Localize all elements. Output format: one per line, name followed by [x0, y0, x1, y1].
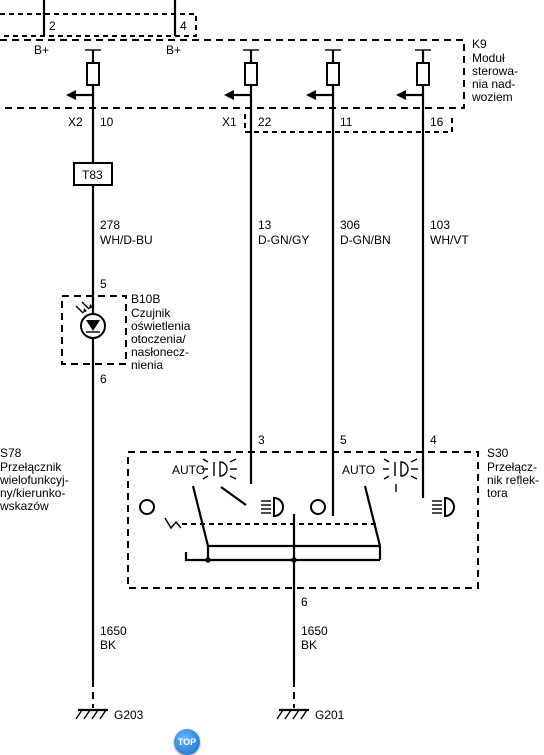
parking-light-icon	[383, 458, 418, 480]
ground-g201-label: G201	[315, 708, 345, 722]
s30-pin-3: 3	[258, 433, 265, 447]
connector-x2: X2	[68, 115, 83, 129]
wire-103-circuit: 103	[430, 218, 450, 232]
fuse-symbol	[244, 62, 258, 86]
pin-x1-16: 16	[430, 115, 444, 129]
s30-pin-5: 5	[340, 433, 347, 447]
ground-symbol-icon	[75, 708, 108, 720]
b10b-pin-top: 5	[100, 277, 107, 291]
wire-103-color: WH/VT	[430, 233, 469, 247]
s30-pin-6: 6	[301, 595, 308, 609]
pin-x1-11: 11	[340, 115, 353, 129]
wire-278: T83	[73, 85, 113, 708]
switch-contacts	[164, 452, 425, 680]
b10b-line-3: otoczenia/	[131, 332, 186, 346]
b-plus-label-1: B+	[34, 43, 49, 57]
b10b-pin-bottom: 6	[100, 372, 107, 386]
b10b-line-4: nasłonecz-	[131, 345, 189, 359]
ground-symbol-icon	[276, 708, 309, 720]
wire-306-circuit: 306	[340, 218, 360, 232]
b10b-sensor	[61, 295, 127, 365]
s78-id: S78	[0, 446, 22, 460]
k9-module-box	[0, 39, 465, 133]
wire-13-color: D-GN/GY	[258, 233, 309, 247]
s78-line-1: Przełącznik	[0, 460, 62, 474]
wire-13-circuit: 13	[258, 218, 272, 232]
b-plus-connector: 2 4 B+ B+	[0, 0, 197, 57]
headlight-icon	[432, 496, 455, 518]
k9-id: K9	[472, 37, 487, 51]
b10b-id: B10B	[131, 292, 160, 306]
t83-label: T83	[82, 168, 103, 182]
pin-top-right: 4	[180, 19, 187, 33]
wire-1650-left-color: BK	[100, 638, 116, 652]
s30-switch-box	[127, 451, 479, 589]
auto-label-2: AUTO	[342, 463, 375, 477]
auto-label-1: AUTO	[172, 463, 205, 477]
wire-306-color: D-GN/BN	[340, 233, 391, 247]
b-plus-label-2: B+	[166, 43, 181, 57]
s30-line-2: nik reflek-	[487, 473, 539, 487]
pin-x2-10: 10	[100, 115, 114, 129]
s30-line-3: tora	[487, 486, 508, 500]
b10b-line-1: Czujnik	[131, 306, 171, 320]
s78-line-2: wielofunkcyj-	[0, 473, 69, 487]
wire-1650-right-circuit: 1650	[301, 624, 328, 638]
parking-light-icon	[202, 458, 237, 480]
off-position-contact	[139, 499, 155, 515]
pin-top-left: 2	[49, 19, 56, 33]
s30-pin-4: 4	[430, 433, 437, 447]
s78-line-3: ny/kierunko-	[0, 486, 65, 500]
wire-278-circuit: 278	[100, 218, 120, 232]
fuse-group	[85, 49, 431, 86]
b10b-line-5: nienia	[131, 358, 163, 372]
headlight-icon	[261, 496, 284, 518]
back-to-top-button[interactable]: TOP	[174, 729, 200, 755]
s78-line-4: wskazów	[0, 499, 49, 513]
k9-line-1: Moduł	[472, 51, 505, 65]
ground-g203-label: G203	[114, 708, 144, 722]
wire-1650-right-color: BK	[301, 638, 317, 652]
b10b-line-2: oświetlenia	[131, 319, 191, 333]
signal-arrows	[66, 90, 423, 100]
s30-line-1: Przełącz-	[487, 460, 537, 474]
fuse-symbol	[86, 62, 100, 86]
s30-id: S30	[487, 446, 509, 460]
k9-line-2: sterowa-	[472, 64, 518, 78]
k9-line-3: nia nad-	[472, 77, 515, 91]
pin-x1-22: 22	[258, 115, 272, 129]
connector-x1: X1	[222, 115, 237, 129]
off-position-contact	[310, 499, 326, 515]
wire-1650-left-circuit: 1650	[100, 624, 127, 638]
fuse-symbol	[416, 62, 430, 86]
wire-278-color: WH/D-BU	[100, 233, 153, 247]
k9-line-4: woziem	[471, 90, 513, 104]
fuse-symbol	[326, 62, 340, 86]
